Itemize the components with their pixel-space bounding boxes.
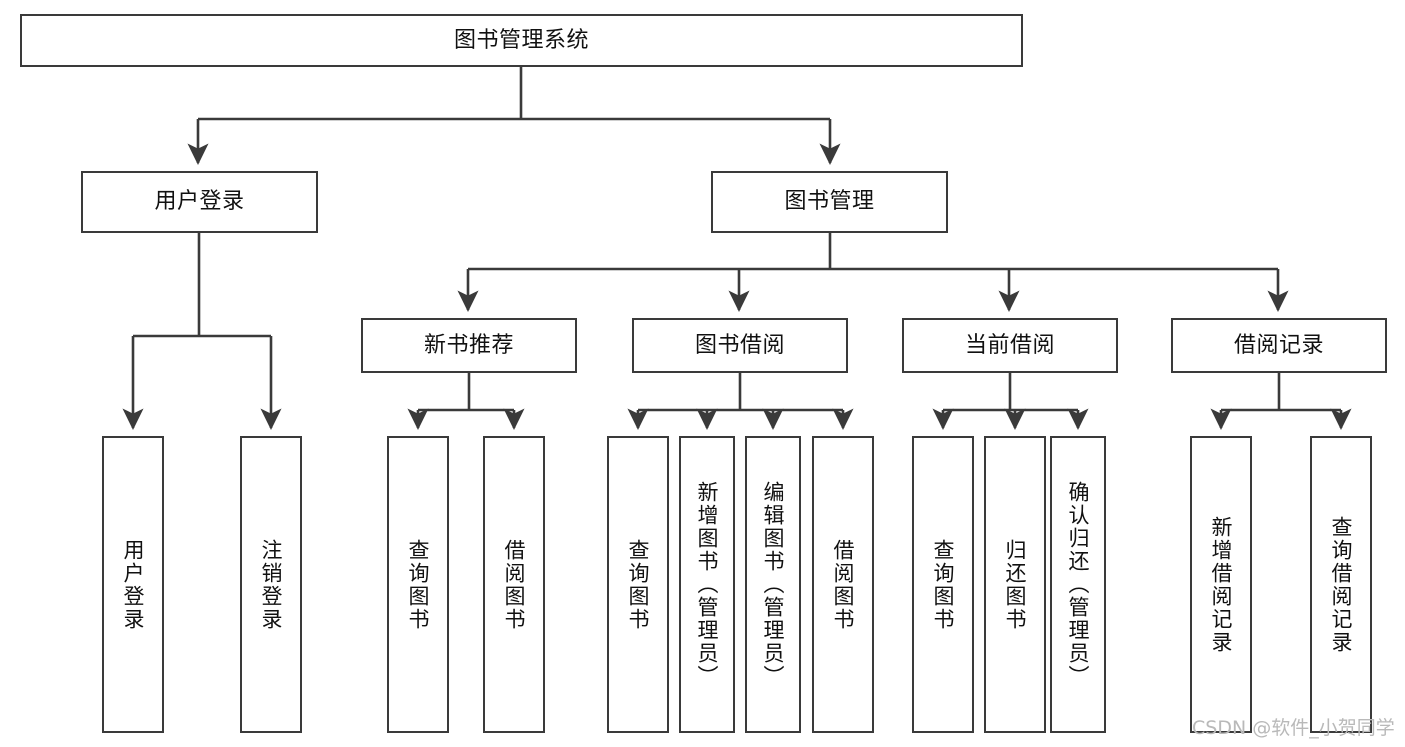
leaf-user-login-label: 用户登录 — [121, 538, 146, 631]
node-borrow-record[interactable]: 借阅记录 — [1171, 318, 1387, 373]
node-new-book-recommend-label: 新书推荐 — [423, 332, 514, 358]
leaf-query-book-current-label: 查询图书 — [931, 538, 956, 631]
leaf-confirm-return-admin[interactable]: 确认归还（管理员） — [1050, 436, 1106, 733]
leaf-query-book-recommend[interactable]: 查询图书 — [387, 436, 449, 733]
leaf-return-book-label: 归还图书 — [1003, 538, 1028, 631]
node-book-management[interactable]: 图书管理 — [711, 171, 948, 233]
leaf-user-login[interactable]: 用户登录 — [102, 436, 164, 733]
leaf-return-book[interactable]: 归还图书 — [984, 436, 1046, 733]
leaf-user-logout[interactable]: 注销登录 — [240, 436, 302, 733]
leaf-edit-book-admin-label: 编辑图书（管理员） — [761, 481, 786, 688]
leaf-query-book-recommend-label: 查询图书 — [406, 538, 431, 631]
leaf-query-borrow-record-label: 查询借阅记录 — [1329, 515, 1354, 654]
leaf-query-book-borrow-label: 查询图书 — [626, 538, 651, 631]
leaf-add-borrow-record[interactable]: 新增借阅记录 — [1190, 436, 1252, 733]
leaf-query-borrow-record[interactable]: 查询借阅记录 — [1310, 436, 1372, 733]
leaf-query-book-current[interactable]: 查询图书 — [912, 436, 974, 733]
leaf-user-logout-label: 注销登录 — [259, 538, 284, 631]
node-book-borrow-label: 图书借阅 — [694, 332, 785, 358]
leaf-confirm-return-admin-label: 确认归还（管理员） — [1066, 481, 1091, 688]
node-book-management-label: 图书管理 — [784, 189, 875, 215]
leaf-add-book-admin[interactable]: 新增图书（管理员） — [679, 436, 735, 733]
node-root-label: 图书管理系统 — [453, 27, 589, 53]
node-borrow-record-label: 借阅记录 — [1233, 332, 1324, 358]
leaf-add-book-admin-label: 新增图书（管理员） — [695, 481, 720, 688]
leaf-borrow-book-recommend-label: 借阅图书 — [502, 538, 527, 631]
node-new-book-recommend[interactable]: 新书推荐 — [361, 318, 577, 373]
leaf-add-borrow-record-label: 新增借阅记录 — [1209, 515, 1234, 654]
node-current-borrow[interactable]: 当前借阅 — [902, 318, 1118, 373]
node-current-borrow-label: 当前借阅 — [964, 332, 1055, 358]
node-user-login[interactable]: 用户登录 — [81, 171, 318, 233]
leaf-edit-book-admin[interactable]: 编辑图书（管理员） — [745, 436, 801, 733]
leaf-query-book-borrow[interactable]: 查询图书 — [607, 436, 669, 733]
csdn-watermark: CSDN @软件_小贺同学 — [1192, 717, 1395, 739]
leaf-borrow-book[interactable]: 借阅图书 — [812, 436, 874, 733]
node-book-borrow[interactable]: 图书借阅 — [632, 318, 848, 373]
leaf-borrow-book-recommend[interactable]: 借阅图书 — [483, 436, 545, 733]
leaf-borrow-book-label: 借阅图书 — [831, 538, 856, 631]
node-root[interactable]: 图书管理系统 — [20, 14, 1023, 67]
node-user-login-label: 用户登录 — [154, 189, 245, 215]
